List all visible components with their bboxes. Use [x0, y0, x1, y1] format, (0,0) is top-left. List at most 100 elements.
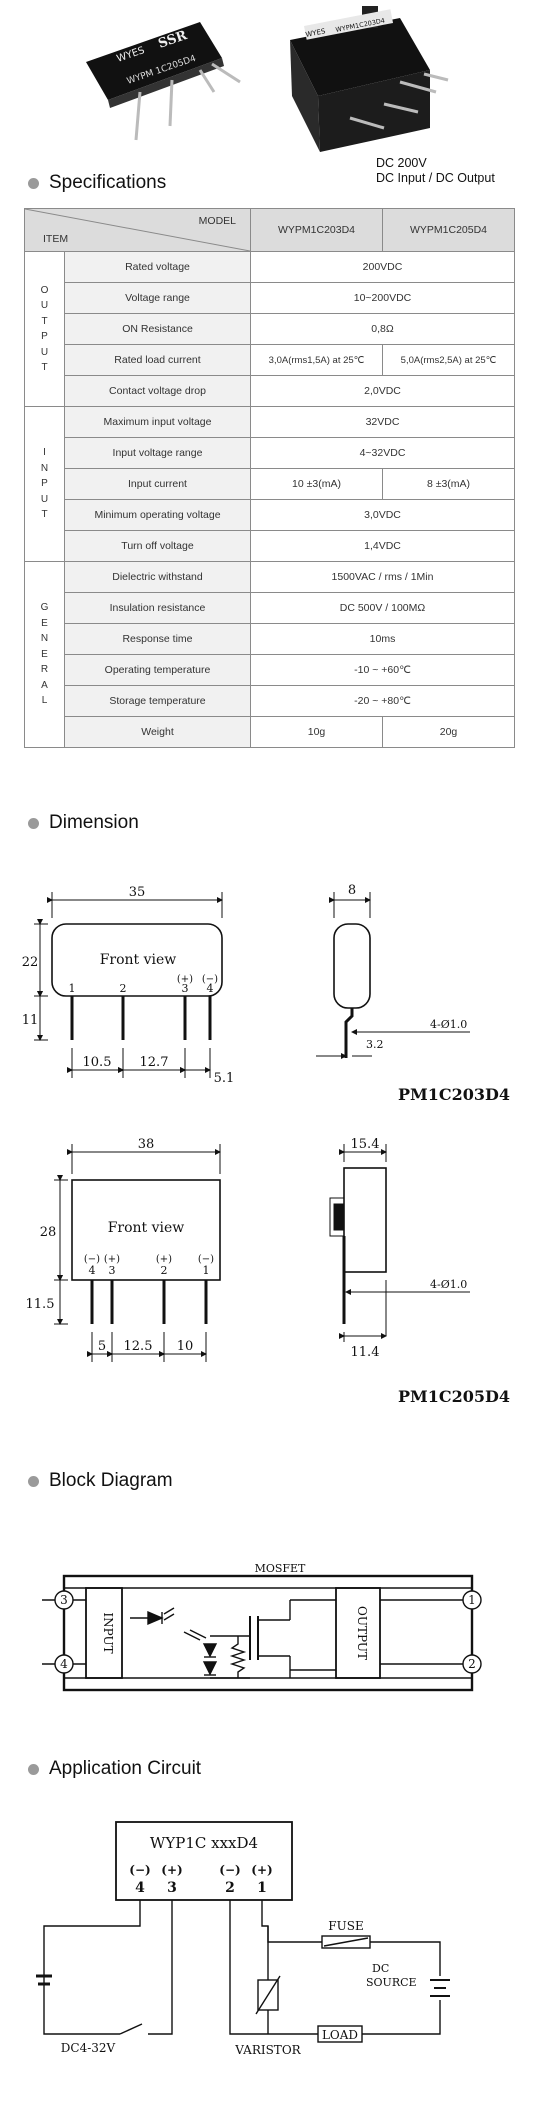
group-letter: A [41, 679, 48, 691]
table-row: Rated load current 3,0A(rms1,5A) at 25℃ … [25, 344, 515, 376]
pin-pol-3-205: (+) [104, 1254, 120, 1265]
row-label: Turn off voltage [64, 530, 251, 562]
terminal-num-1: 1 [468, 1593, 476, 1607]
dim-spacing-2: 12.7 [140, 1055, 169, 1070]
pin-pol-4-205: (−) [84, 1254, 100, 1265]
row-label: Voltage range [64, 282, 251, 314]
bullet-icon [28, 1763, 39, 1775]
dim-spacing-3: 5.1 [214, 1071, 235, 1086]
row-value-model-1: 3,0A(rms1,5A) at 25℃ [250, 344, 383, 376]
row-label: ON Resistance [64, 313, 251, 345]
dim-width-205: 38 [138, 1137, 155, 1152]
row-value: -10 ~ +60℃ [250, 654, 515, 686]
output-block-label: OUTPUT [355, 1606, 369, 1660]
terminal-num-4: 4 [60, 1657, 68, 1671]
group-letter: U [40, 346, 49, 358]
group-letter: O [40, 284, 49, 296]
table-row: Input voltage range 4~32VDC [25, 437, 515, 469]
section-title: Block Diagram [49, 1470, 173, 1491]
mosfet-label: MOSFET [255, 1562, 306, 1575]
dim-pin-len-205: 11.5 [26, 1297, 55, 1312]
terminal-num-3: 3 [60, 1593, 68, 1607]
row-label: Weight [64, 716, 251, 748]
row-value-model-1: 10 ±3(mA) [250, 468, 383, 500]
row-value-model-2: 8 ±3(mA) [382, 468, 515, 500]
row-label: Maximum input voltage [64, 406, 251, 438]
group-letter: U [40, 300, 49, 311]
load-label: LOAD [322, 2028, 358, 2042]
side-view-203 [316, 892, 470, 1059]
section-application-circuit: Application Circuit [28, 1758, 201, 1780]
row-value-model-1: 10g [250, 716, 383, 748]
section-title: Specifications [49, 172, 167, 193]
group-letter: E [41, 648, 48, 660]
device-label: WYP1C xxxD4 [150, 1834, 258, 1852]
app-pin-1: 1 [257, 1880, 267, 1896]
dim-spacing-2-205: 12.5 [124, 1339, 153, 1354]
dim-pin-len-203: 11 [22, 1013, 39, 1028]
source-label: SOURCE [366, 1976, 417, 1989]
group-letter: U [40, 493, 49, 505]
row-value: 2,0VDC [250, 375, 515, 407]
dim-height-205: 28 [40, 1225, 57, 1240]
row-value: 32VDC [250, 406, 515, 438]
pin-num-3-205: 3 [109, 1264, 116, 1277]
model-header-2: WYPM1C205D4 [382, 208, 515, 252]
group-letter: P [41, 331, 48, 342]
caption-io: DC Input / DC Output [376, 171, 495, 185]
header-model: MODEL [198, 215, 236, 227]
row-value: 10~200VDC [250, 282, 515, 314]
row-value: 1500VAC / rms / 1Min [250, 561, 515, 593]
table-row: Operating temperature -10 ~ +60℃ [25, 654, 515, 686]
dim-side-width-203: 8 [348, 883, 356, 898]
pin-pol-1-205: (−) [198, 1254, 214, 1265]
pol-1: (+) [251, 1863, 272, 1877]
group-letter: T [41, 509, 48, 521]
row-label: Storage temperature [64, 685, 251, 717]
row-value: 0,8Ω [250, 313, 515, 345]
row-label: Rated voltage [64, 251, 251, 283]
photo-logo-right: WYES [305, 27, 327, 39]
app-pin-4: 4 [135, 1880, 145, 1896]
pin-pol-4: (−) [202, 974, 218, 985]
row-label: Rated load current [64, 344, 251, 376]
group-letter: L [41, 695, 48, 707]
group-letter: G [40, 602, 49, 614]
row-value: 3,0VDC [250, 499, 515, 531]
table-row: ON Resistance 0,8Ω [25, 313, 515, 345]
table-row: Turn off voltage 1,4VDC [25, 530, 515, 562]
row-label: Response time [64, 623, 251, 655]
pol-4: (−) [129, 1863, 150, 1877]
row-value: 10ms [250, 623, 515, 655]
caption-voltage: DC 200V [376, 156, 427, 170]
section-title: Dimension [49, 812, 139, 833]
terminal-2 [462, 1654, 482, 1674]
pin-num-1-205: 1 [203, 1264, 210, 1277]
application-circuit: WYP1C xxxD4 (−) (+) (−) (+) 4 3 2 1 FUSE… [36, 1821, 450, 2057]
front-view-label-203: Front view [100, 952, 177, 968]
side-view-205 [329, 1144, 470, 1342]
dim-spacing-1-205: 5 [98, 1339, 106, 1354]
dim-spacing-1: 10.5 [83, 1055, 112, 1070]
photo-caption: DC 200V DC Input / DC Output [376, 156, 495, 186]
dim-pin-dia-203: 4-Ø1.0 [430, 1018, 467, 1031]
front-view-label-205: Front view [108, 1220, 185, 1236]
group-letter: I [43, 447, 46, 459]
bullet-icon [28, 177, 39, 189]
pin-num-3: 3 [182, 982, 189, 995]
row-value-model-2: 5,0A(rms2,5A) at 25℃ [382, 344, 515, 376]
dim-side-width-205: 15.4 [351, 1137, 380, 1152]
bullet-icon [28, 817, 39, 829]
product-photos: WYES SSR WYPM 1C205D4 WYES WYPM1C203D4 D… [0, 0, 540, 190]
pin-num-1: 1 [69, 982, 76, 995]
dim-side-offset-205: 11.4 [351, 1345, 380, 1360]
block-diagram: 3 4 1 2 MOSFET INPUT OUTPUT [42, 1562, 482, 1692]
table-row: Input current 10 ±3(mA) 8 ±3(mA) [25, 468, 515, 500]
row-label: Minimum operating voltage [64, 499, 251, 531]
fuse-label: FUSE [328, 1919, 363, 1933]
model-header-1: WYPM1C203D4 [250, 208, 383, 252]
